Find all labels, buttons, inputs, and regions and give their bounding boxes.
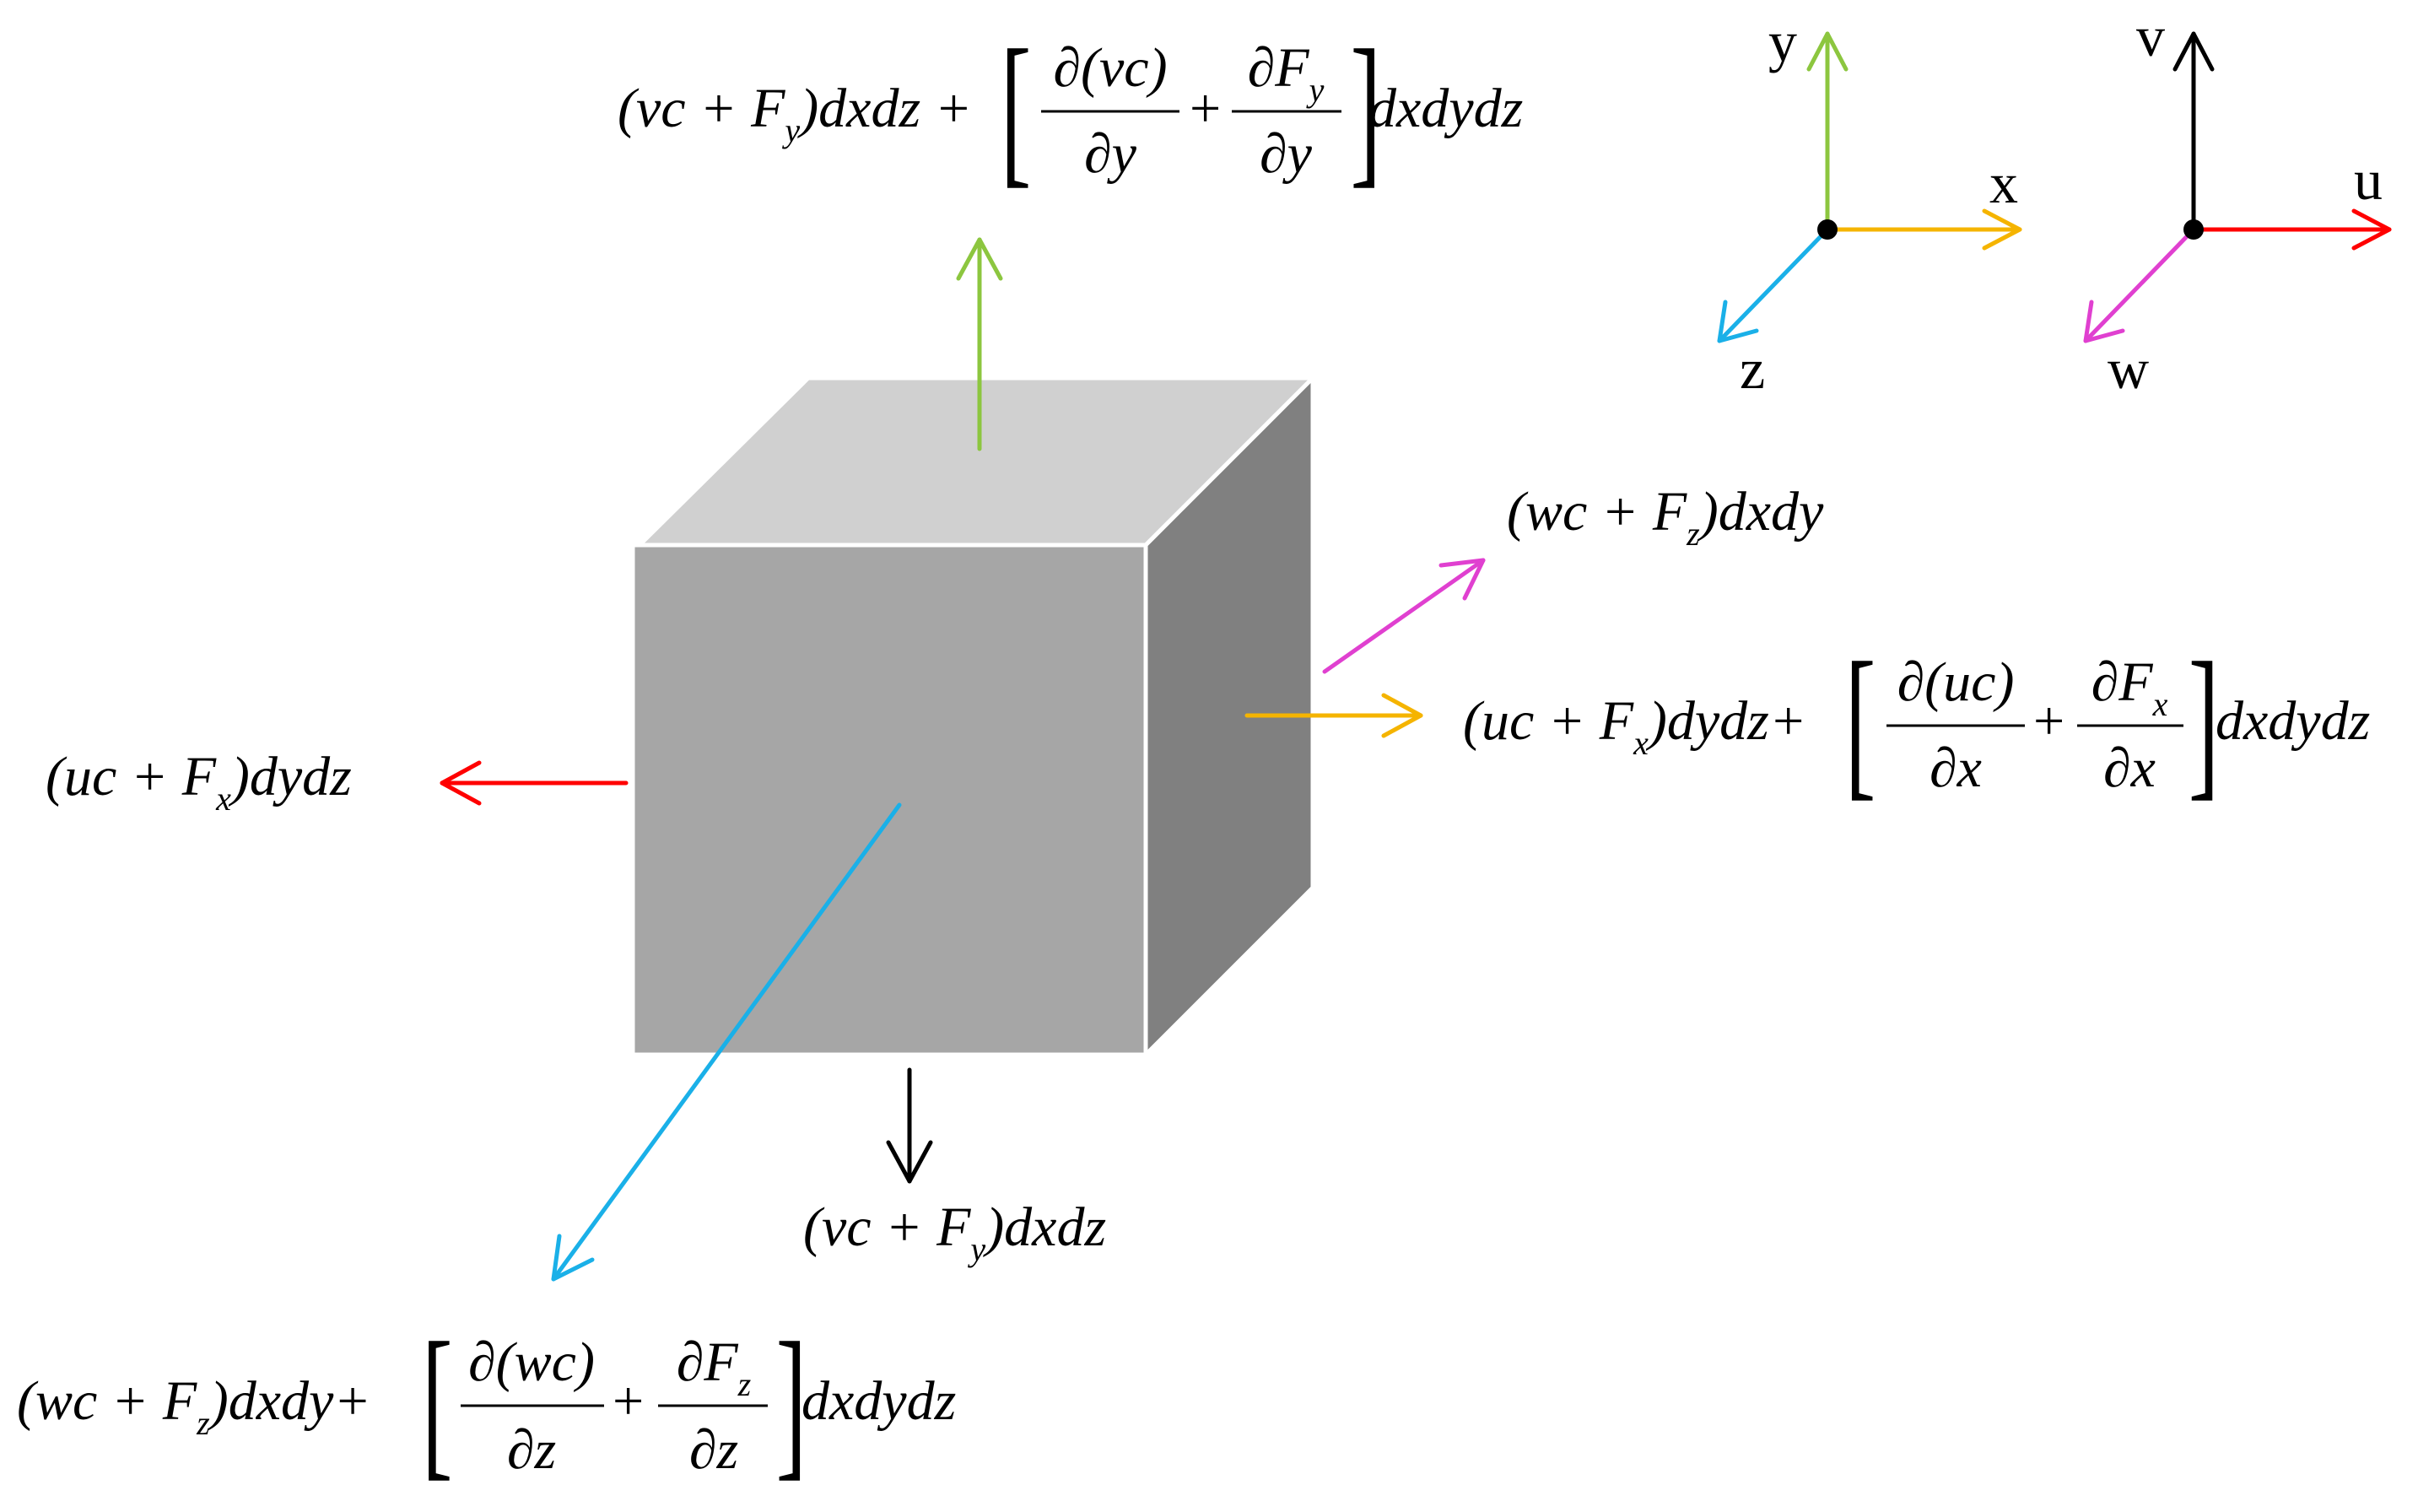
top-left-bracket: [ — [1001, 15, 1032, 202]
flux-arrow-right-z — [1322, 558, 1486, 674]
right-u-flux-base: (uc + Fx)dydz+ — [1463, 690, 1806, 762]
front-frac1-den: ∂z — [507, 1419, 556, 1481]
flux-label-right-x: (uc + Fx)dydz+ [ ∂(uc) ∂x + ∂Fx ∂x ] dxd… — [1463, 628, 2370, 815]
flux-label-left: (uc + Fx)dydz — [46, 746, 352, 818]
top-flux-base: (vc + Fy)dxdz + — [618, 78, 972, 149]
xyz-coordinate-axes — [1717, 31, 2022, 343]
right-u-frac2-den: ∂x — [2103, 737, 2156, 799]
right-u-frac1-den: ∂x — [1930, 737, 1982, 799]
flux-arrow-front — [551, 802, 902, 1282]
u-axis-arrow — [2191, 208, 2392, 251]
x-axis-label: x — [1989, 151, 2018, 215]
flux-label-bottom: (vc + Fy)dxdz — [803, 1196, 1106, 1268]
front-flux-base: (wc + Fz)dxdy+ — [17, 1370, 371, 1442]
top-frac2-num: ∂Fy — [1248, 37, 1325, 109]
v-axis-label: v — [2136, 4, 2165, 68]
front-frac2-den: ∂z — [689, 1419, 738, 1481]
flux-label-right-z: (wc + Fz)dxdy — [1507, 481, 1824, 553]
flux-label-top: (vc + Fy)dxdz + [ ∂(vc) ∂y + ∂Fy ∂y ] dx… — [618, 15, 1523, 202]
flux-arrow-left — [440, 760, 629, 806]
x-axis-arrow — [1825, 208, 2022, 251]
xyz-origin-dot — [1817, 219, 1838, 240]
v-axis-arrow — [2172, 31, 2215, 232]
top-frac2-den: ∂y — [1260, 123, 1313, 185]
cube-front-face — [630, 543, 1148, 1057]
top-flux-end: dxdydz — [1368, 78, 1523, 139]
z-axis-arrow — [1717, 227, 1830, 343]
left-flux: (uc + Fx)dydz — [46, 746, 352, 818]
top-right-bracket: ] — [1351, 15, 1382, 202]
top-plus: + — [1190, 78, 1221, 139]
right-u-plus: + — [2033, 690, 2064, 752]
y-axis-arrow — [1806, 31, 1849, 232]
z-axis-label: z — [1740, 337, 1765, 401]
front-left-bracket: [ — [422, 1308, 453, 1495]
top-frac1-num: ∂(vc) — [1053, 37, 1167, 99]
flux-arrows — [440, 237, 1486, 1282]
right-u-frac2-num: ∂Fx — [2091, 651, 2168, 723]
y-axis-label: y — [1768, 9, 1797, 73]
flux-arrow-top — [956, 237, 1003, 451]
front-plus: + — [613, 1370, 644, 1432]
front-frac2-num: ∂Fz — [677, 1331, 752, 1403]
front-flux-end: dxdydz — [802, 1370, 956, 1432]
right-u-frac1-num: ∂(uc) — [1897, 651, 2015, 713]
flux-arrow-bottom — [886, 1067, 933, 1184]
right-u-right-bracket: ] — [2189, 628, 2220, 815]
uvw-origin-dot — [2183, 219, 2204, 240]
flux-arrow-right-x — [1244, 693, 1423, 738]
bottom-flux: (vc + Fy)dxdz — [803, 1196, 1106, 1268]
control-volume-cube — [630, 372, 1319, 1061]
axis-labels: y x z v u w — [1740, 4, 2383, 401]
right-u-left-bracket: [ — [1845, 628, 1876, 815]
right-w-flux: (wc + Fz)dxdy — [1507, 481, 1824, 553]
w-axis-label: w — [2108, 337, 2149, 401]
front-right-bracket: ] — [776, 1308, 807, 1495]
uvw-velocity-axes — [2083, 31, 2392, 343]
top-frac1-den: ∂y — [1084, 123, 1137, 185]
u-axis-label: u — [2354, 148, 2383, 212]
w-axis-arrow — [2083, 227, 2196, 343]
front-frac1-num: ∂(wc) — [468, 1331, 595, 1393]
flux-label-front: (wc + Fz)dxdy+ [ ∂(wc) ∂z + ∂Fz ∂z ] dxd… — [17, 1308, 956, 1495]
right-u-flux-end: dxdydz — [2216, 690, 2370, 752]
